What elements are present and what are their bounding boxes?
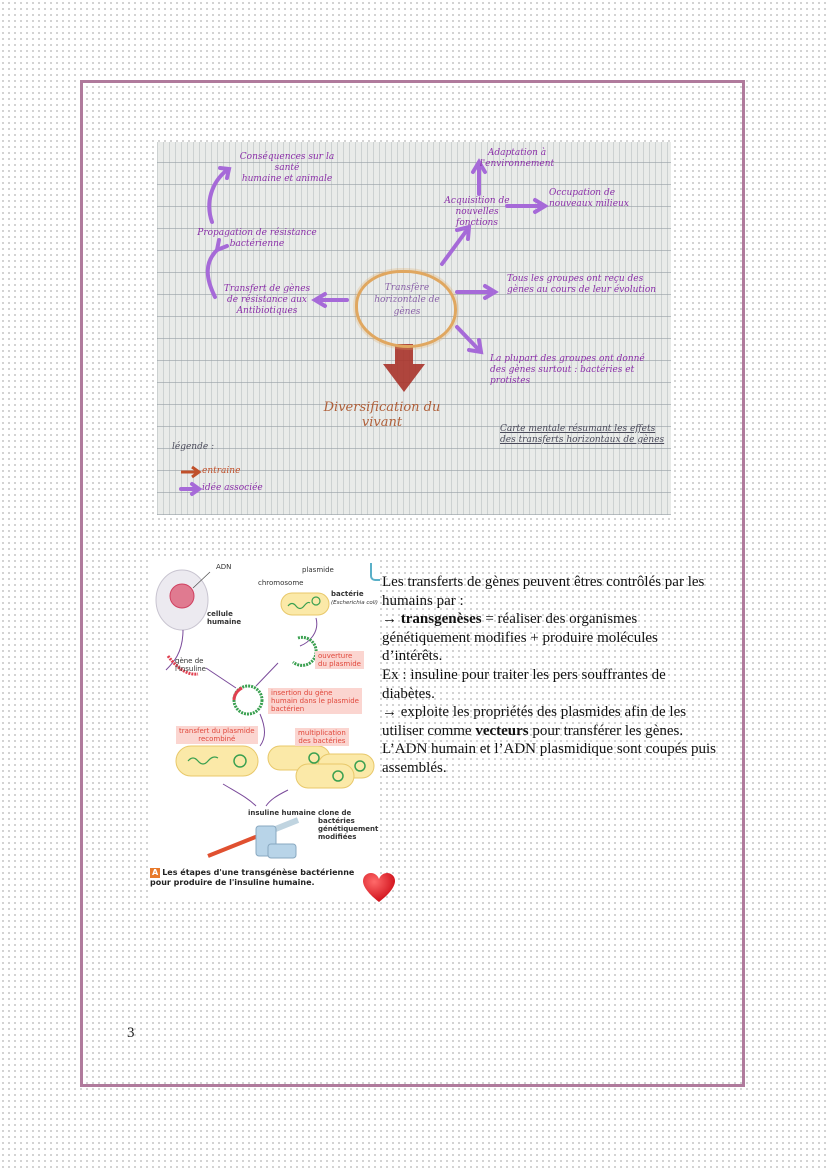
paragraph-transgenese: → transgenèses = réaliser des organismes… <box>382 610 717 666</box>
plasmides-text-post: pour transférer les gènes. <box>528 722 684 739</box>
node-most-groups: La plupart des groupes ont donné des gèn… <box>490 354 645 386</box>
node-all-groups: Tous les groupes ont reçu des gènes au c… <box>507 274 657 295</box>
plasmides-text-pre: → exploite les propriétés des plasmides … <box>382 704 687 739</box>
caption-text: Les étapes d'une transgénèse bactérienne… <box>150 868 355 887</box>
label-bacterie-species: (Escherichia coli) <box>331 600 378 606</box>
transgenesis-diagram: ADN plasmide chromosome bactérie (Escher… <box>148 558 378 900</box>
text-body: Les transferts de gènes peuvent êtres co… <box>382 573 717 778</box>
down-arrow-icon <box>383 344 425 392</box>
mind-map-title-note: Carte mentale résumant les effets des tr… <box>500 424 665 445</box>
node-transfert-resistance: Transfert de gènes de résistance aux Ant… <box>223 284 311 316</box>
mind-map-photo: Transfère horizontale de gènes Conséquen… <box>157 142 671 515</box>
label-bacterie: bactérie <box>331 590 364 598</box>
legend-item-entraine: entraine <box>202 466 241 476</box>
node-adaptation: Adaptation à l'environnement <box>479 148 555 169</box>
label-transfert: transfert du plasmide recombiné <box>176 726 258 744</box>
label-insertion: insertion du gène humain dans le plasmid… <box>268 688 362 714</box>
term-vecteurs: vecteurs <box>475 722 529 739</box>
definition-transgenese: = réaliser des organismes génétiquement … <box>382 611 658 665</box>
label-clone: clone de bactéries génétiquement modifié… <box>318 809 379 841</box>
caption-badge: A <box>150 868 161 878</box>
label-gene-insuline: gène de l'insuline <box>175 657 206 673</box>
mind-map-arrows <box>179 158 549 496</box>
node-diversification: Diversification du vivant <box>323 400 441 430</box>
paragraph-example: Ex : insuline pour traiter les pers souf… <box>382 666 666 702</box>
page-number: 3 <box>127 1025 135 1041</box>
label-cellule-humaine: cellule humaine <box>207 610 242 626</box>
label-ouverture: ouverture du plasmide <box>315 651 364 669</box>
page-frame <box>80 80 745 1087</box>
center-concept: Transfère horizontale de gènes <box>374 283 440 317</box>
label-plasmide: plasmide <box>302 566 334 574</box>
diagram-illustration <box>155 569 375 859</box>
node-occupation: Occupation de nouveaux milieux <box>549 188 629 209</box>
paragraph-plasmides: → exploite les propriétés des plasmides … <box>382 703 717 740</box>
label-insuline-humaine: insuline humaine <box>248 809 316 817</box>
comment-bracket-marker <box>370 563 380 581</box>
label-adn: ADN <box>216 563 232 571</box>
paragraph-intro: Les transferts de gènes peuvent êtres co… <box>382 574 705 609</box>
node-consequences: Conséquences sur la santé humaine et ani… <box>239 152 335 184</box>
label-multiplication: multiplication des bactéries <box>295 728 349 746</box>
legend-item-idee: idée associée <box>202 483 263 493</box>
arrow-icon: → <box>382 611 397 628</box>
center-cloud <box>355 270 457 348</box>
paragraph-adn: L’ADN humain et l’ADN plasmidique sont c… <box>382 741 716 776</box>
term-transgenese: transgenèses <box>400 611 482 628</box>
node-propagation: Propagation de résistance bactérienne <box>197 228 317 249</box>
label-chromosome: chromosome <box>258 579 304 587</box>
heart-icon <box>363 873 395 902</box>
node-acquisition: Acquisition de nouvelles fonctions <box>444 196 510 228</box>
legend-title: légende : <box>172 442 215 452</box>
